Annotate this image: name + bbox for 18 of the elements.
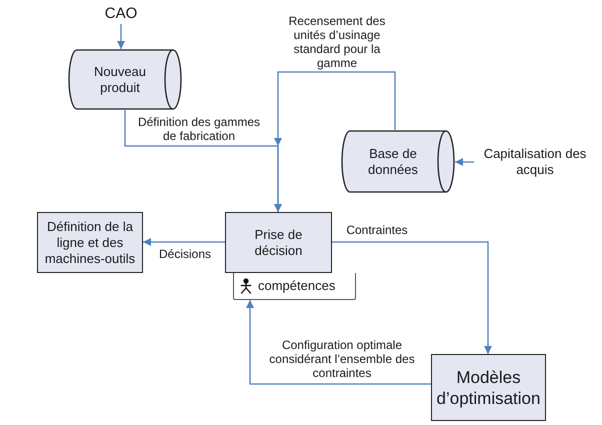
- connector-arrow: [274, 71, 396, 212]
- process-box: [431, 354, 546, 421]
- connector-arrow: [117, 24, 125, 49]
- node-label: Modèles d’optimisation: [436, 366, 541, 408]
- process-box: [225, 212, 332, 273]
- connector-arrow: [332, 241, 492, 354]
- connector-arrow: [246, 300, 431, 385]
- connector-arrow: [455, 158, 474, 166]
- node-label: Base de données: [367, 146, 419, 178]
- process-box: [37, 212, 143, 273]
- node-label: Prise de décision: [254, 226, 304, 258]
- text-label: CAO: [104, 4, 138, 24]
- connector-arrow: [143, 238, 225, 246]
- text-label: Capitalisation des acquis: [474, 146, 596, 178]
- resource-tab: [233, 273, 356, 300]
- node-label: Nouveau produit: [92, 64, 148, 96]
- node-label: compétences: [258, 278, 336, 294]
- node-label: Définition de la ligne et des machines-outils: [44, 218, 136, 266]
